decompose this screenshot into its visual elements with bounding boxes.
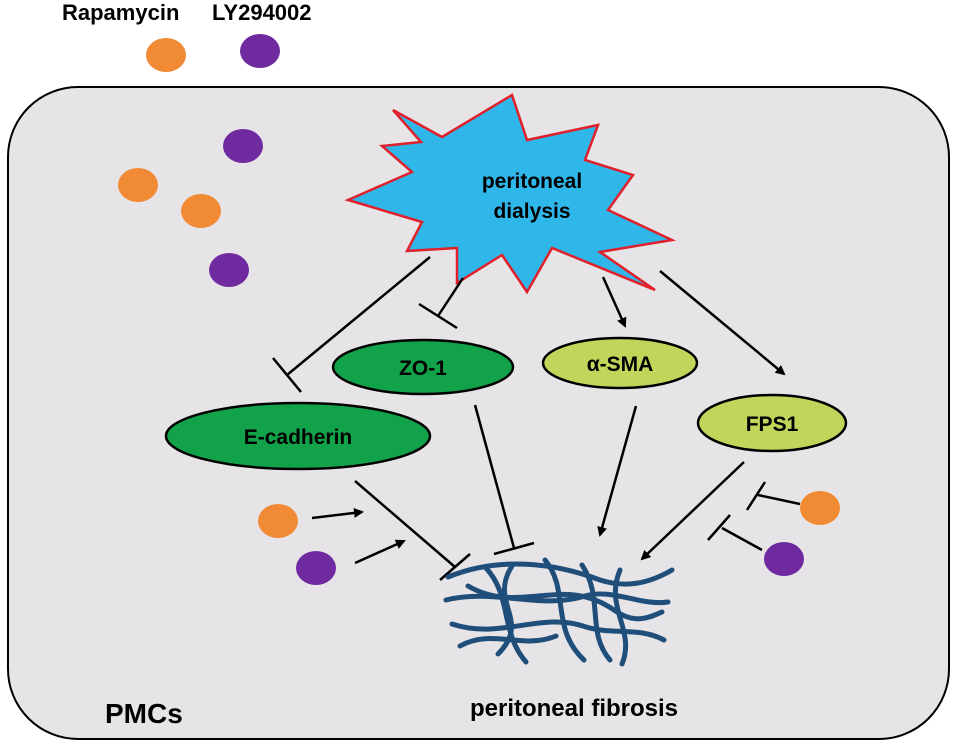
stimulus-starburst xyxy=(344,93,677,295)
activate-edge-asma xyxy=(601,276,627,328)
legend-ly294002-dot xyxy=(240,34,280,68)
node-fps1 xyxy=(696,393,848,453)
rapamycin-molecule xyxy=(181,194,221,228)
fiber xyxy=(579,562,613,663)
cell-boundary xyxy=(7,86,950,740)
activate-edge-fps1-fibrosis xyxy=(640,461,745,561)
edges-from-stimulus xyxy=(272,256,786,393)
ly294002-activation-arrow xyxy=(354,539,406,565)
node-asma xyxy=(541,336,699,390)
fiber xyxy=(457,633,559,649)
legend-ly294002-label: LY294002 xyxy=(212,0,312,25)
ly294002-molecule xyxy=(296,551,336,585)
fiber xyxy=(483,565,529,665)
rapamycin-inhibit-edge xyxy=(757,493,801,506)
fiber xyxy=(495,563,515,657)
inhibit-edge-ecadherin-fibrosis xyxy=(354,480,456,568)
node-zo1 xyxy=(331,338,515,396)
activate-edge-asma-fibrosis xyxy=(597,405,638,537)
outcome-label: peritoneal fibrosis xyxy=(470,695,678,722)
node-zo1-label: ZO-1 xyxy=(399,357,447,380)
activate-edge-fps1 xyxy=(659,270,786,376)
rapamycin-molecule xyxy=(258,504,298,538)
legend: Rapamycin LY294002 xyxy=(62,0,312,72)
stimulus-label-line1: peritoneal xyxy=(482,170,582,193)
ly294002-molecule xyxy=(223,129,263,163)
legend-rapamycin-dot xyxy=(146,38,186,72)
fiber xyxy=(612,567,629,667)
node-ecadherin-label: E-cadherin xyxy=(244,426,353,449)
inhibit-edge-zo1 xyxy=(436,277,465,317)
inhibit-edge-zo1-fibrosis xyxy=(473,404,516,549)
rapamycin-molecule xyxy=(118,168,158,202)
fibrosis-fibers xyxy=(443,557,675,667)
ly294002-molecule xyxy=(209,253,249,287)
fiber xyxy=(465,583,665,622)
cell-label: PMCs xyxy=(105,698,183,729)
node-asma-label: α-SMA xyxy=(587,353,654,376)
edges-to-fibrosis xyxy=(354,404,745,581)
rapamycin-inhibit-bar xyxy=(745,481,767,511)
node-ecadherin xyxy=(164,401,432,471)
inhibit-bar-zo1-fibrosis xyxy=(493,541,535,556)
ly294002-inhibit-bar xyxy=(707,514,731,541)
ly294002-molecule xyxy=(764,542,804,576)
drug-effects xyxy=(311,481,801,565)
rapamycin-activation-arrow xyxy=(311,507,364,520)
inhibit-bar-ecadherin xyxy=(272,357,302,393)
rapamycin-molecule xyxy=(800,491,840,525)
ly294002-inhibit-edge xyxy=(721,526,763,552)
inhibit-edge-ecadherin xyxy=(286,256,431,376)
inhibit-bar-ecadherin-fibrosis xyxy=(439,553,471,581)
legend-rapamycin-label: Rapamycin xyxy=(62,0,179,25)
node-fps1-label: FPS1 xyxy=(746,413,799,436)
free-molecules xyxy=(118,129,263,287)
fiber xyxy=(542,557,587,663)
stimulus-label-line2: dialysis xyxy=(493,200,570,223)
fiber xyxy=(449,619,667,643)
inhibit-bar-zo1 xyxy=(418,302,458,330)
